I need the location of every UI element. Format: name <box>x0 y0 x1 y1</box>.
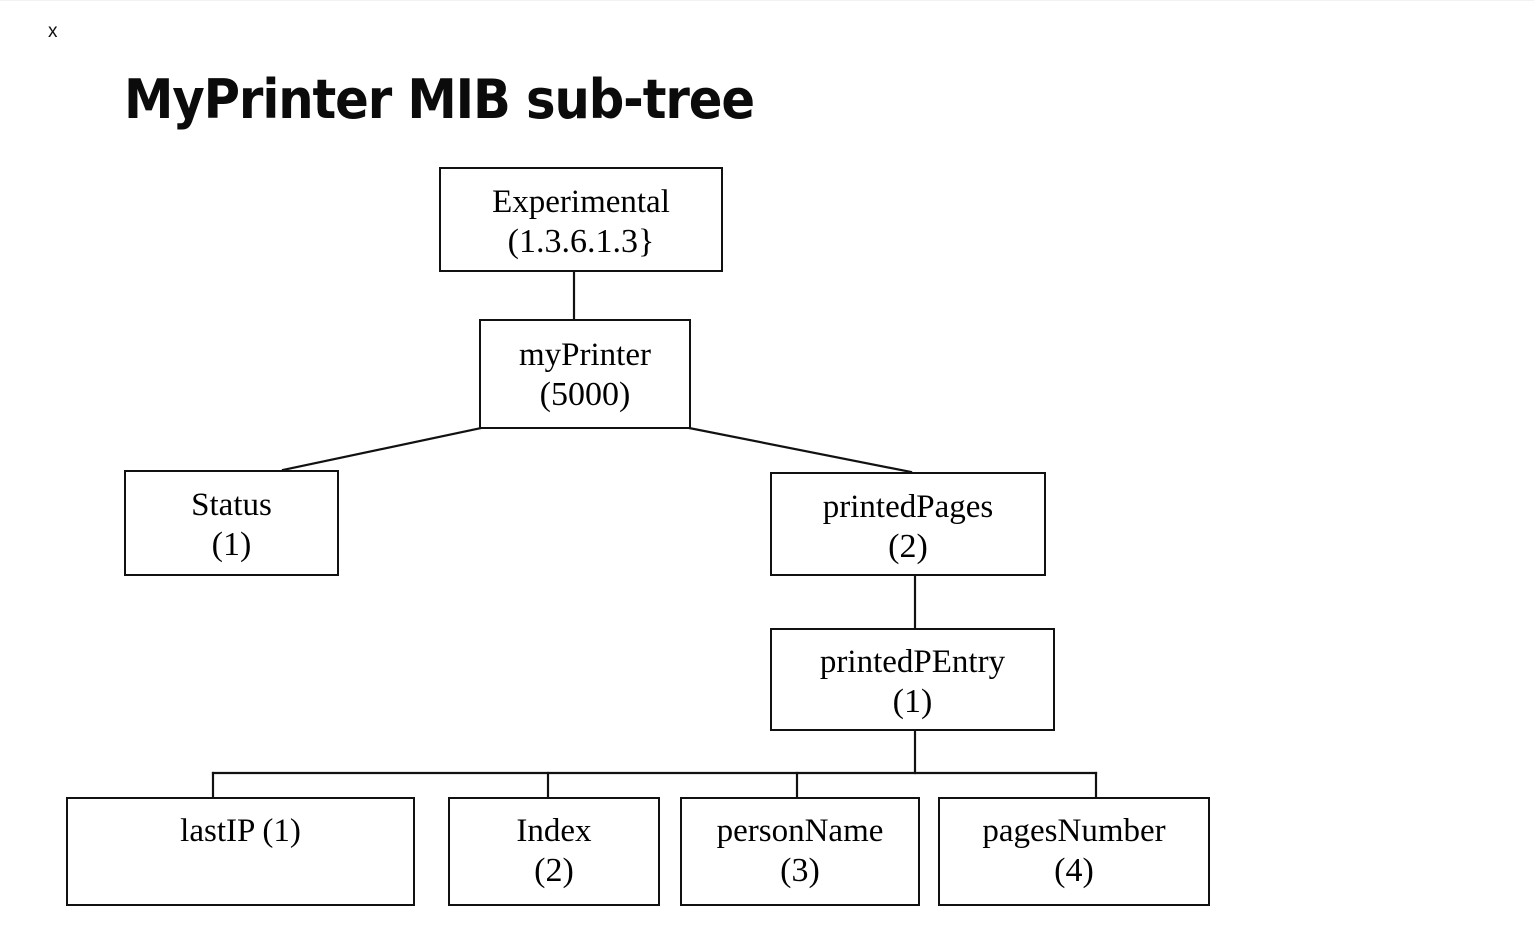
node-experimental[interactable]: Experimental (1.3.6.1.3} <box>439 167 723 272</box>
node-printedpages-oid: (2) <box>888 528 928 565</box>
node-printedpentry[interactable]: printedPEntry (1) <box>770 628 1055 731</box>
node-pagesnumber[interactable]: pagesNumber (4) <box>938 797 1210 906</box>
node-experimental-name: Experimental <box>492 184 670 220</box>
edge-myprinter-status <box>281 426 483 472</box>
edge-myprinter-printedpages <box>687 426 913 474</box>
node-myprinter-name: myPrinter <box>519 337 651 373</box>
node-printedpentry-oid: (1) <box>892 683 933 720</box>
node-status-oid: (1) <box>211 526 252 563</box>
node-myprinter[interactable]: myPrinter (5000) <box>479 319 691 429</box>
node-personname-name: personName <box>716 813 884 849</box>
node-lastip[interactable]: lastIP (1) <box>66 797 415 906</box>
node-index[interactable]: Index (2) <box>448 797 660 906</box>
node-experimental-oid: (1.3.6.1.3} <box>507 223 655 260</box>
node-personname[interactable]: personName (3) <box>680 797 920 906</box>
node-status-name: Status <box>191 487 272 523</box>
node-printedpentry-name: printedPEntry <box>819 644 1006 680</box>
close-icon[interactable]: x <box>48 21 58 42</box>
page-title: MyPrinter MIB sub-tree <box>124 68 755 131</box>
node-lastip-name: lastIP (1) <box>180 813 301 849</box>
node-pagesnumber-oid: (4) <box>1054 852 1094 889</box>
node-myprinter-oid: (5000) <box>539 376 631 413</box>
node-printedpages-name: printedPages <box>822 489 994 525</box>
node-personname-oid: (3) <box>780 852 820 889</box>
top-edge-hairline <box>0 0 1534 1</box>
node-status[interactable]: Status (1) <box>124 470 339 576</box>
node-index-oid: (2) <box>534 852 574 889</box>
node-index-name: Index <box>516 813 592 849</box>
node-printedpages[interactable]: printedPages (2) <box>770 472 1046 576</box>
node-pagesnumber-name: pagesNumber <box>982 813 1166 849</box>
